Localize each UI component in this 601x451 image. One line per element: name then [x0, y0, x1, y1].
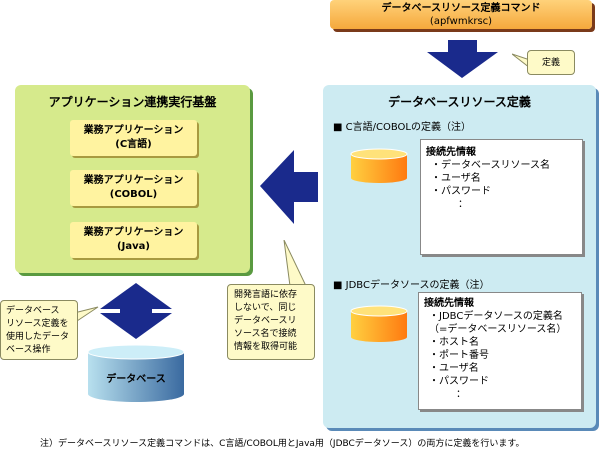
info-item: ・ホスト名 [429, 337, 479, 348]
callout-line: 使用したデータ [6, 332, 70, 342]
command-title: データベースリソース定義コマンド [381, 3, 541, 14]
app-c: 業務アプリケーション (C言語) [70, 120, 197, 156]
footnote: 注）データベースリソース定義コマンドは、C言語/COBOL用とJava用（JDB… [40, 439, 525, 449]
info-title: 接続先情報 [424, 298, 474, 309]
info-item: ・パスワード [431, 186, 491, 197]
callout-line: ソース名で接続 [234, 329, 297, 339]
callout-line: データベース [6, 306, 60, 316]
callout-line: データベースリ [234, 316, 297, 326]
app-lang: (C言語) [115, 139, 152, 150]
define-callout: 定義 [527, 50, 575, 75]
left-panel-title: アプリケーション連携実行基盤 [48, 95, 217, 109]
left-arrow-icon [260, 150, 318, 224]
command-name: (apfwmkrsc) [429, 16, 493, 27]
command-box: データベースリソース定義コマンド (apfwmkrsc) [330, 0, 592, 29]
right-panel-title: データベースリソース定義 [388, 95, 531, 109]
callout-line: しないで、同じ [234, 303, 297, 313]
app-label: 業務アプリケーション [83, 175, 184, 186]
info-item: ： [456, 389, 466, 400]
connection-info-box-c: 接続先情報 ・データベースリソース名 ・ユーザ名 ・パスワード ： [420, 139, 583, 255]
info-title: 接続先情報 [426, 147, 476, 158]
down-arrow-icon [427, 40, 498, 78]
app-lang: (Java) [117, 241, 150, 252]
db-cylinder-icon [350, 305, 408, 342]
section-jdbc-heading: ■ JDBCデータソースの定義（注） [333, 280, 490, 291]
info-item: ・ユーザ名 [429, 363, 479, 374]
info-item: ・データベースリソース名 [431, 160, 550, 171]
database-label: データベース [106, 374, 166, 385]
info-item: ・JDBCデータソースの定義名 [429, 311, 563, 322]
connection-info-box-jdbc: 接続先情報 ・JDBCデータソースの定義名 （=データベースリソース名） ・ホス… [418, 292, 582, 410]
callout-pointer [283, 240, 307, 287]
app-cobol: 業務アプリケーション (COBOL) [70, 170, 197, 206]
callout-line: リソース定義を [6, 319, 69, 329]
info-item: ： [458, 199, 468, 210]
callout-line: 開発言語に依存 [234, 290, 298, 300]
info-item: ・パスワード [429, 376, 489, 387]
connection-callout: 開発言語に依存 しないで、同じ データベースリ ソース名で接続 情報を取得可能 [227, 284, 315, 360]
section-c-cobol-heading: ■ C言語/COBOLの定義（注） [333, 122, 471, 133]
db-cylinder-icon [350, 148, 408, 183]
app-lang: (COBOL) [109, 189, 158, 200]
app-java: 業務アプリケーション (Java) [70, 222, 197, 258]
info-item: ・ポート番号 [429, 350, 489, 361]
callout-line: ベース操作 [6, 345, 51, 355]
db-operation-callout: データベース リソース定義を 使用したデータ ベース操作 [0, 300, 78, 360]
database-cylinder-icon [87, 344, 185, 402]
callout-line: 情報を取得可能 [234, 342, 298, 352]
info-item: ・ユーザ名 [431, 173, 481, 184]
app-label: 業務アプリケーション [83, 227, 184, 238]
app-label: 業務アプリケーション [83, 125, 184, 136]
bidirectional-arrow-icon [100, 283, 172, 339]
info-item: （=データベースリソース名） [429, 324, 567, 335]
